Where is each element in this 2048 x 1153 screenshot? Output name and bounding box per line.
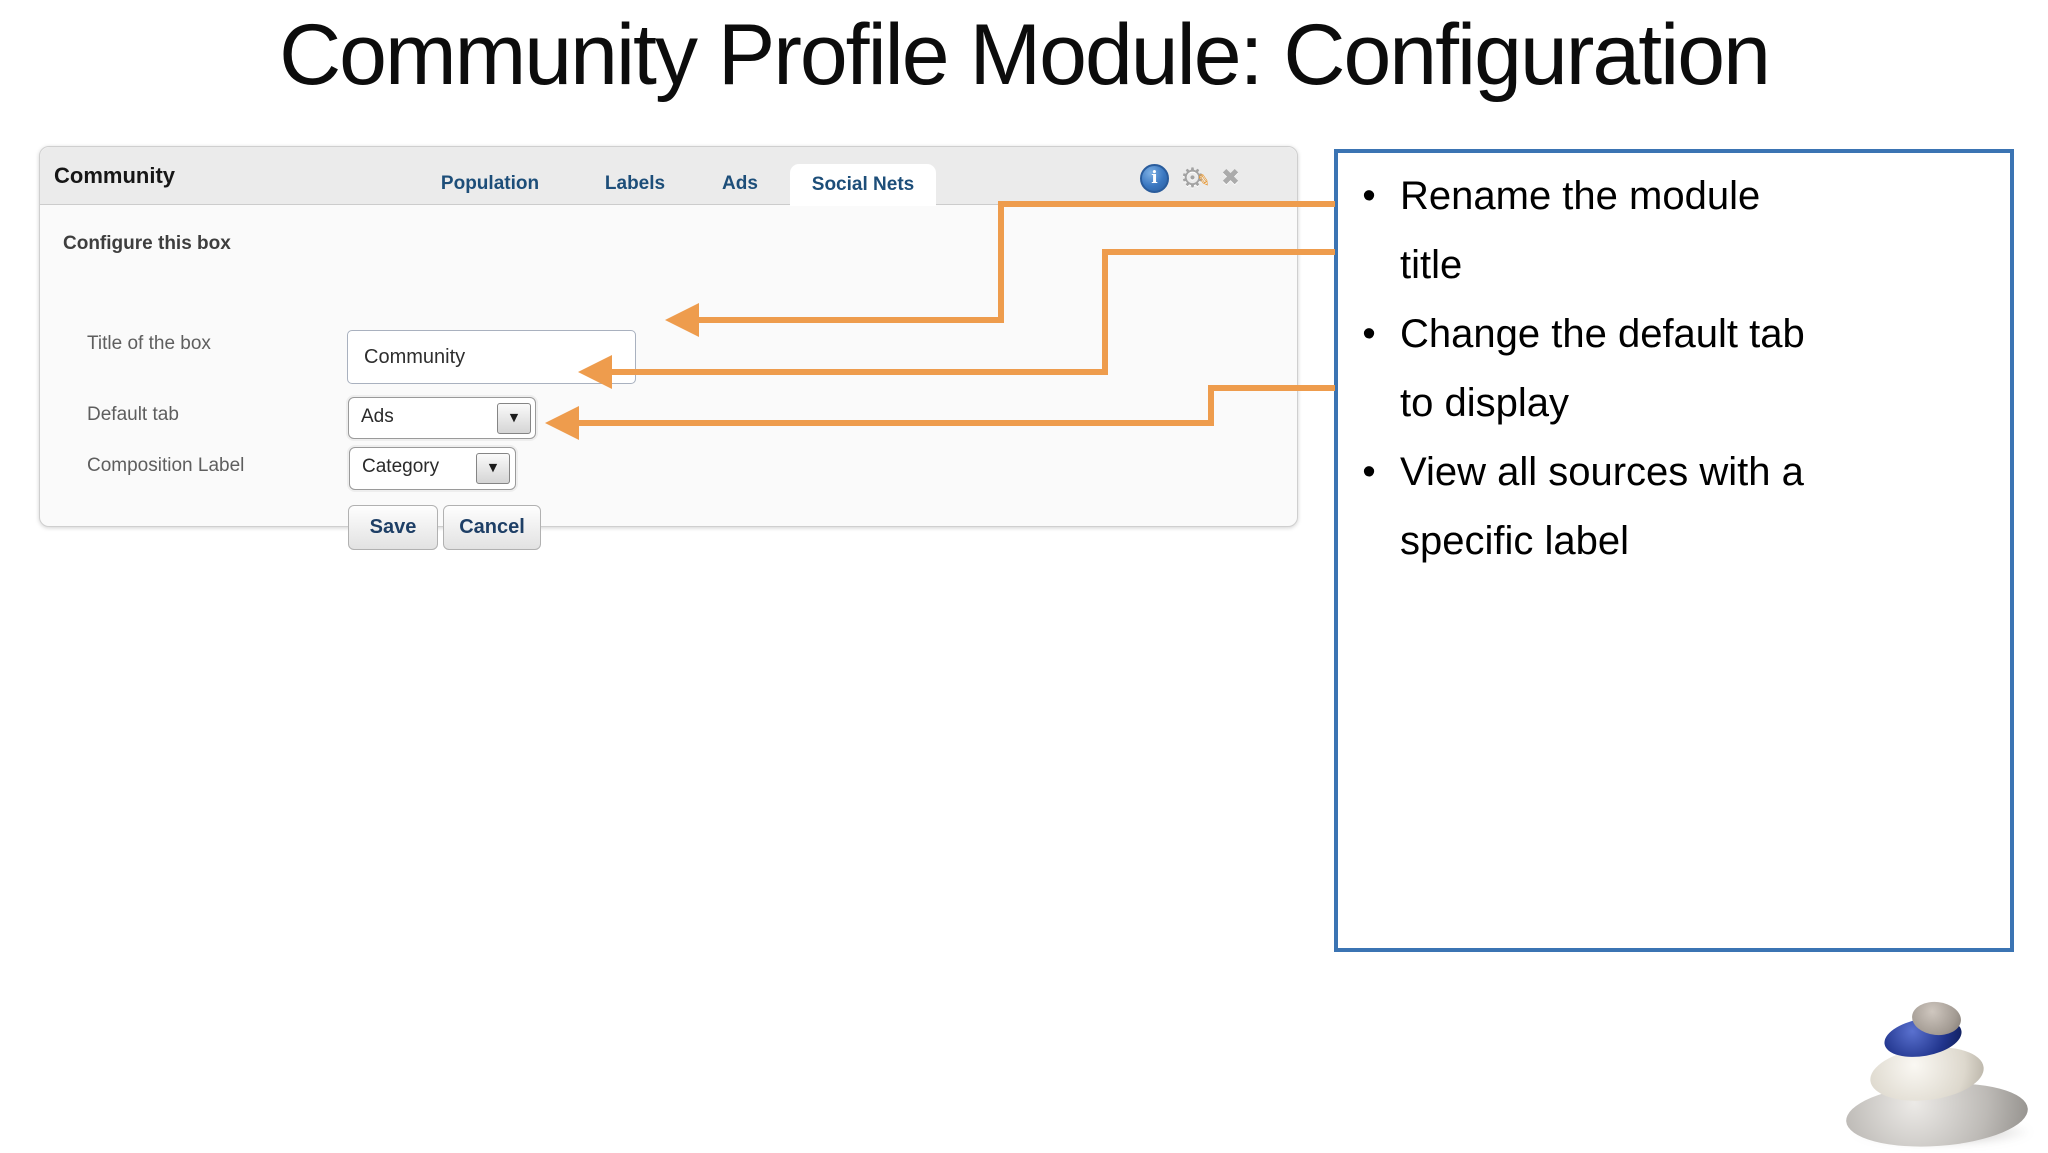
chevron-down-icon[interactable]: ▼ <box>476 453 510 484</box>
form-section-title: Configure this box <box>63 233 231 254</box>
save-button[interactable]: Save <box>348 505 438 550</box>
list-item: • Change the default tab to display <box>1338 300 2010 438</box>
annotation-panel: • Rename the module title • Change the d… <box>1334 149 2014 952</box>
annotation-list: • Rename the module title • Change the d… <box>1338 162 2010 576</box>
settings-gear-icon[interactable]: ⚙ ✎ <box>1178 163 1211 194</box>
close-icon[interactable]: ✖ <box>1220 165 1241 191</box>
pebble-stack-logo <box>1840 998 2040 1153</box>
bullet-marker: • <box>1362 313 1376 355</box>
default-tab-label: Default tab <box>87 404 179 425</box>
arrow-defaulttab-segment-bottom <box>610 369 1108 375</box>
title-of-box-label: Title of the box <box>87 333 211 354</box>
arrow-composition-segment-top <box>1208 385 1335 391</box>
annotation-line: title <box>1400 243 1463 287</box>
page-title: Community Profile Module: Configuration <box>279 7 1771 103</box>
composition-label-select[interactable]: Category ▼ <box>349 447 516 490</box>
composition-label-selected-value: Category <box>362 456 440 477</box>
annotation-line: to display <box>1400 381 1569 425</box>
module-title: Community <box>54 163 175 188</box>
composition-label-label: Composition Label <box>87 455 245 476</box>
arrow-composition-segment-bottom <box>577 420 1214 426</box>
arrow-defaulttab-segment-top <box>1102 249 1335 255</box>
annotation-line: Rename the module <box>1400 174 1761 218</box>
default-tab-selected-value: Ads <box>361 406 394 427</box>
annotation-line: specific label <box>1400 519 1630 563</box>
annotation-line: Change the default tab <box>1400 312 1805 356</box>
arrow-title-segment-bottom <box>697 317 1004 323</box>
bullet-marker: • <box>1362 175 1376 217</box>
default-tab-select[interactable]: Ads ▼ <box>348 397 536 439</box>
list-item: • View all sources with a specific label <box>1338 438 2010 576</box>
arrow-composition-segment-vertical <box>1208 385 1214 426</box>
tab-social-nets-active[interactable]: Social Nets <box>790 164 936 206</box>
arrow-composition-arrowhead-icon <box>545 406 579 440</box>
tab-labels[interactable]: Labels <box>604 173 666 194</box>
arrow-defaulttab-segment-vertical <box>1102 249 1108 375</box>
arrow-title-segment-top <box>998 201 1335 207</box>
arrow-title-arrowhead-icon <box>665 303 699 337</box>
info-icon[interactable]: i <box>1140 164 1169 193</box>
gear-glyph: ⚙ <box>1180 163 1205 194</box>
tab-ads[interactable]: Ads <box>722 173 758 194</box>
chevron-down-icon[interactable]: ▼ <box>497 403 531 434</box>
module-header: Community Population Labels Ads Social N… <box>40 147 1297 206</box>
module-header-icons: i ⚙ ✎ ✖ <box>1140 164 1245 194</box>
bullet-marker: • <box>1362 451 1376 493</box>
annotation-line: View all sources with a <box>1400 450 1804 494</box>
tab-population[interactable]: Population <box>440 173 540 194</box>
arrow-title-segment-vertical <box>998 201 1004 323</box>
cancel-button[interactable]: Cancel <box>443 505 541 550</box>
list-item: • Rename the module title <box>1338 162 2010 300</box>
arrow-defaulttab-arrowhead-icon <box>578 355 612 389</box>
